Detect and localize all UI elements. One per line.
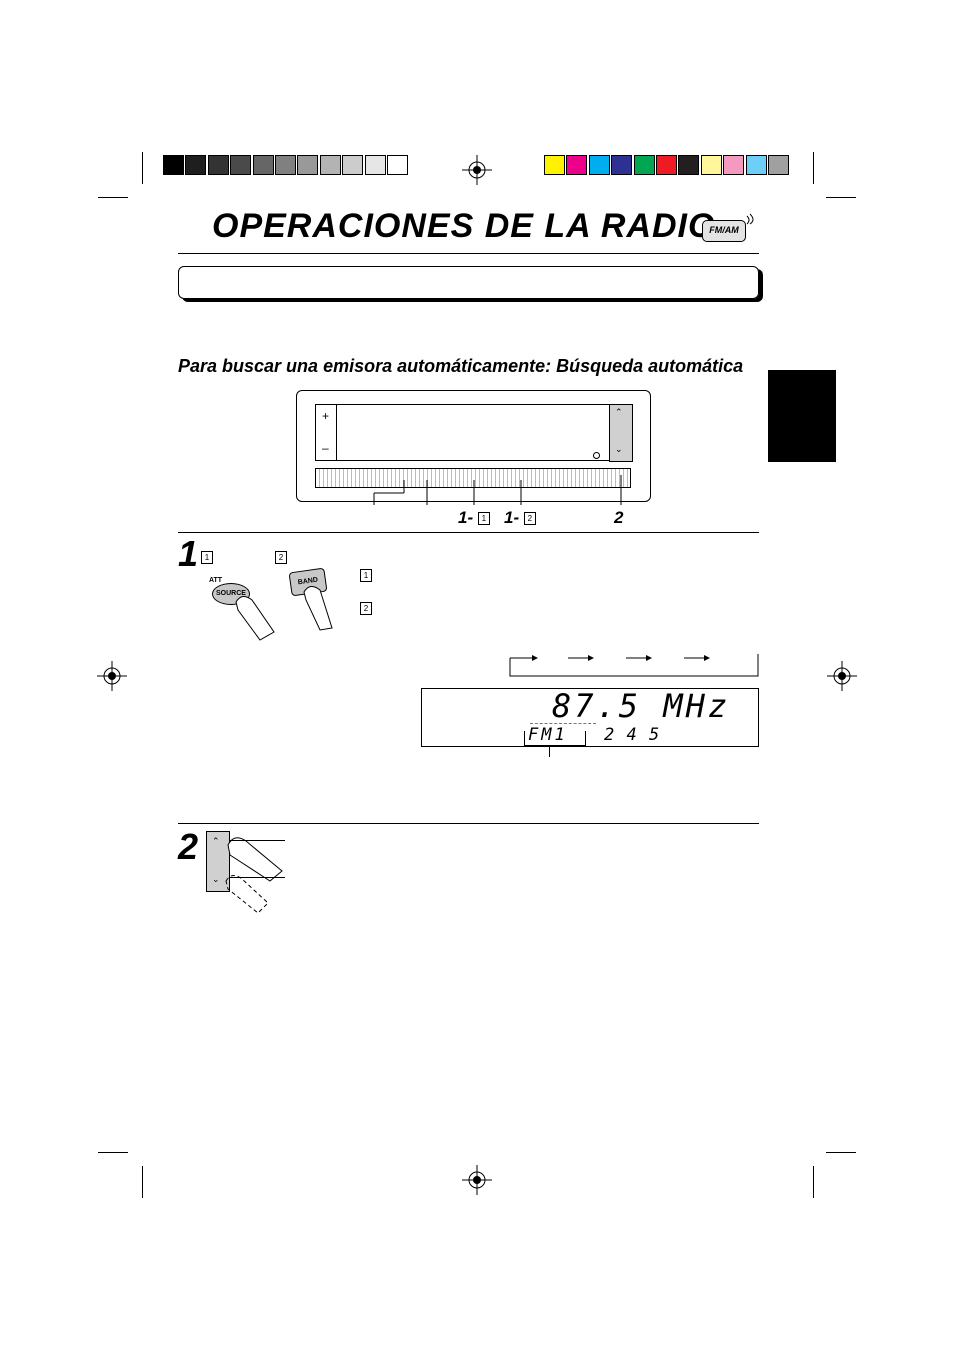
step-divider bbox=[178, 532, 759, 533]
control-panel: + – ⌃ ⌄ bbox=[296, 390, 651, 502]
finger-press-icon bbox=[235, 596, 275, 641]
color-swatch bbox=[588, 155, 610, 175]
color-swatch bbox=[185, 155, 207, 175]
step-1-box-1: 1 bbox=[201, 551, 213, 564]
seek-up-leader bbox=[230, 840, 285, 841]
crop-mark bbox=[142, 1166, 143, 1198]
registration-target-icon bbox=[462, 1165, 492, 1195]
color-swatch bbox=[297, 155, 319, 175]
language-tab bbox=[768, 370, 836, 462]
color-swatch bbox=[163, 155, 184, 175]
color-swatch bbox=[566, 155, 588, 175]
registration-target-icon bbox=[97, 661, 127, 691]
att-label: ATT bbox=[209, 577, 223, 584]
seek-down-icon: ⌄ bbox=[212, 874, 220, 884]
volume-down-label: – bbox=[322, 441, 329, 455]
step-1-note-2: 2 bbox=[360, 602, 372, 615]
color-swatch bbox=[723, 155, 745, 175]
color-swatch bbox=[387, 155, 408, 175]
section-banner bbox=[178, 266, 759, 299]
seek-down-icon: ⌄ bbox=[615, 444, 623, 454]
crop-mark bbox=[813, 152, 814, 184]
callout-step2: 2 bbox=[614, 508, 624, 527]
crop-mark bbox=[826, 1152, 856, 1153]
title-rule bbox=[178, 253, 759, 254]
radio-waves-icon bbox=[746, 213, 754, 225]
band-leader bbox=[549, 747, 550, 757]
band-indicator: FM1 bbox=[528, 725, 568, 745]
band-bracket bbox=[524, 731, 586, 746]
color-swatch bbox=[768, 155, 789, 175]
step-2-number: 2 bbox=[178, 826, 199, 867]
crop-mark bbox=[142, 152, 143, 184]
registration-target-icon bbox=[827, 661, 857, 691]
step-1-note-1: 1 bbox=[360, 569, 372, 582]
color-swatch bbox=[207, 155, 229, 175]
step-1-number: 1 bbox=[178, 533, 199, 574]
seek-down-leader bbox=[230, 877, 285, 878]
color-swatch bbox=[544, 155, 565, 175]
color-swatch bbox=[252, 155, 274, 175]
step-divider bbox=[178, 823, 759, 824]
color-swatch bbox=[319, 155, 341, 175]
registration-target-icon bbox=[462, 155, 492, 185]
callout-step1-source: 1- 1 bbox=[458, 508, 490, 528]
color-swatch bbox=[700, 155, 722, 175]
sensor-icon bbox=[593, 452, 600, 459]
radio-display: 87.5 MHz FM1 2 4 5 bbox=[421, 687, 759, 747]
volume-up-label: + bbox=[322, 409, 330, 423]
preset-indicator: 2 4 5 bbox=[604, 725, 661, 745]
crop-mark bbox=[813, 1166, 814, 1198]
callout-leaders bbox=[373, 475, 622, 505]
color-swatch bbox=[745, 155, 767, 175]
fm-am-badge: FM/AM bbox=[702, 220, 746, 242]
section-heading: Para buscar una emisora automáticamente:… bbox=[178, 356, 744, 376]
page-title: OPERACIONES DE LA RADIO bbox=[212, 207, 716, 245]
color-swatch bbox=[656, 155, 677, 175]
frequency-readout: 87.5 MHz bbox=[552, 687, 731, 725]
finger-press-icon bbox=[303, 586, 333, 631]
color-swatch bbox=[275, 155, 296, 175]
volume-control[interactable] bbox=[315, 404, 337, 461]
seek-up-icon: ⌃ bbox=[615, 407, 623, 417]
band-cycle-diagram bbox=[509, 654, 759, 677]
finger-press-icon bbox=[225, 837, 283, 914]
step-1-box-2: 2 bbox=[275, 551, 287, 564]
color-swatch bbox=[611, 155, 633, 175]
callout-step1-band: 1- 2 bbox=[504, 508, 536, 528]
color-swatch bbox=[342, 155, 364, 175]
crop-mark bbox=[98, 1152, 128, 1153]
color-swatch bbox=[230, 155, 252, 175]
display-segments bbox=[530, 723, 596, 727]
seek-button[interactable] bbox=[609, 404, 633, 462]
color-swatch bbox=[678, 155, 700, 175]
crop-mark bbox=[826, 197, 856, 198]
seek-up-icon: ⌃ bbox=[212, 836, 220, 846]
preset-button-row bbox=[315, 468, 631, 488]
color-swatch bbox=[364, 155, 386, 175]
color-swatch bbox=[633, 155, 655, 175]
panel-display bbox=[315, 404, 626, 461]
crop-mark bbox=[98, 197, 128, 198]
